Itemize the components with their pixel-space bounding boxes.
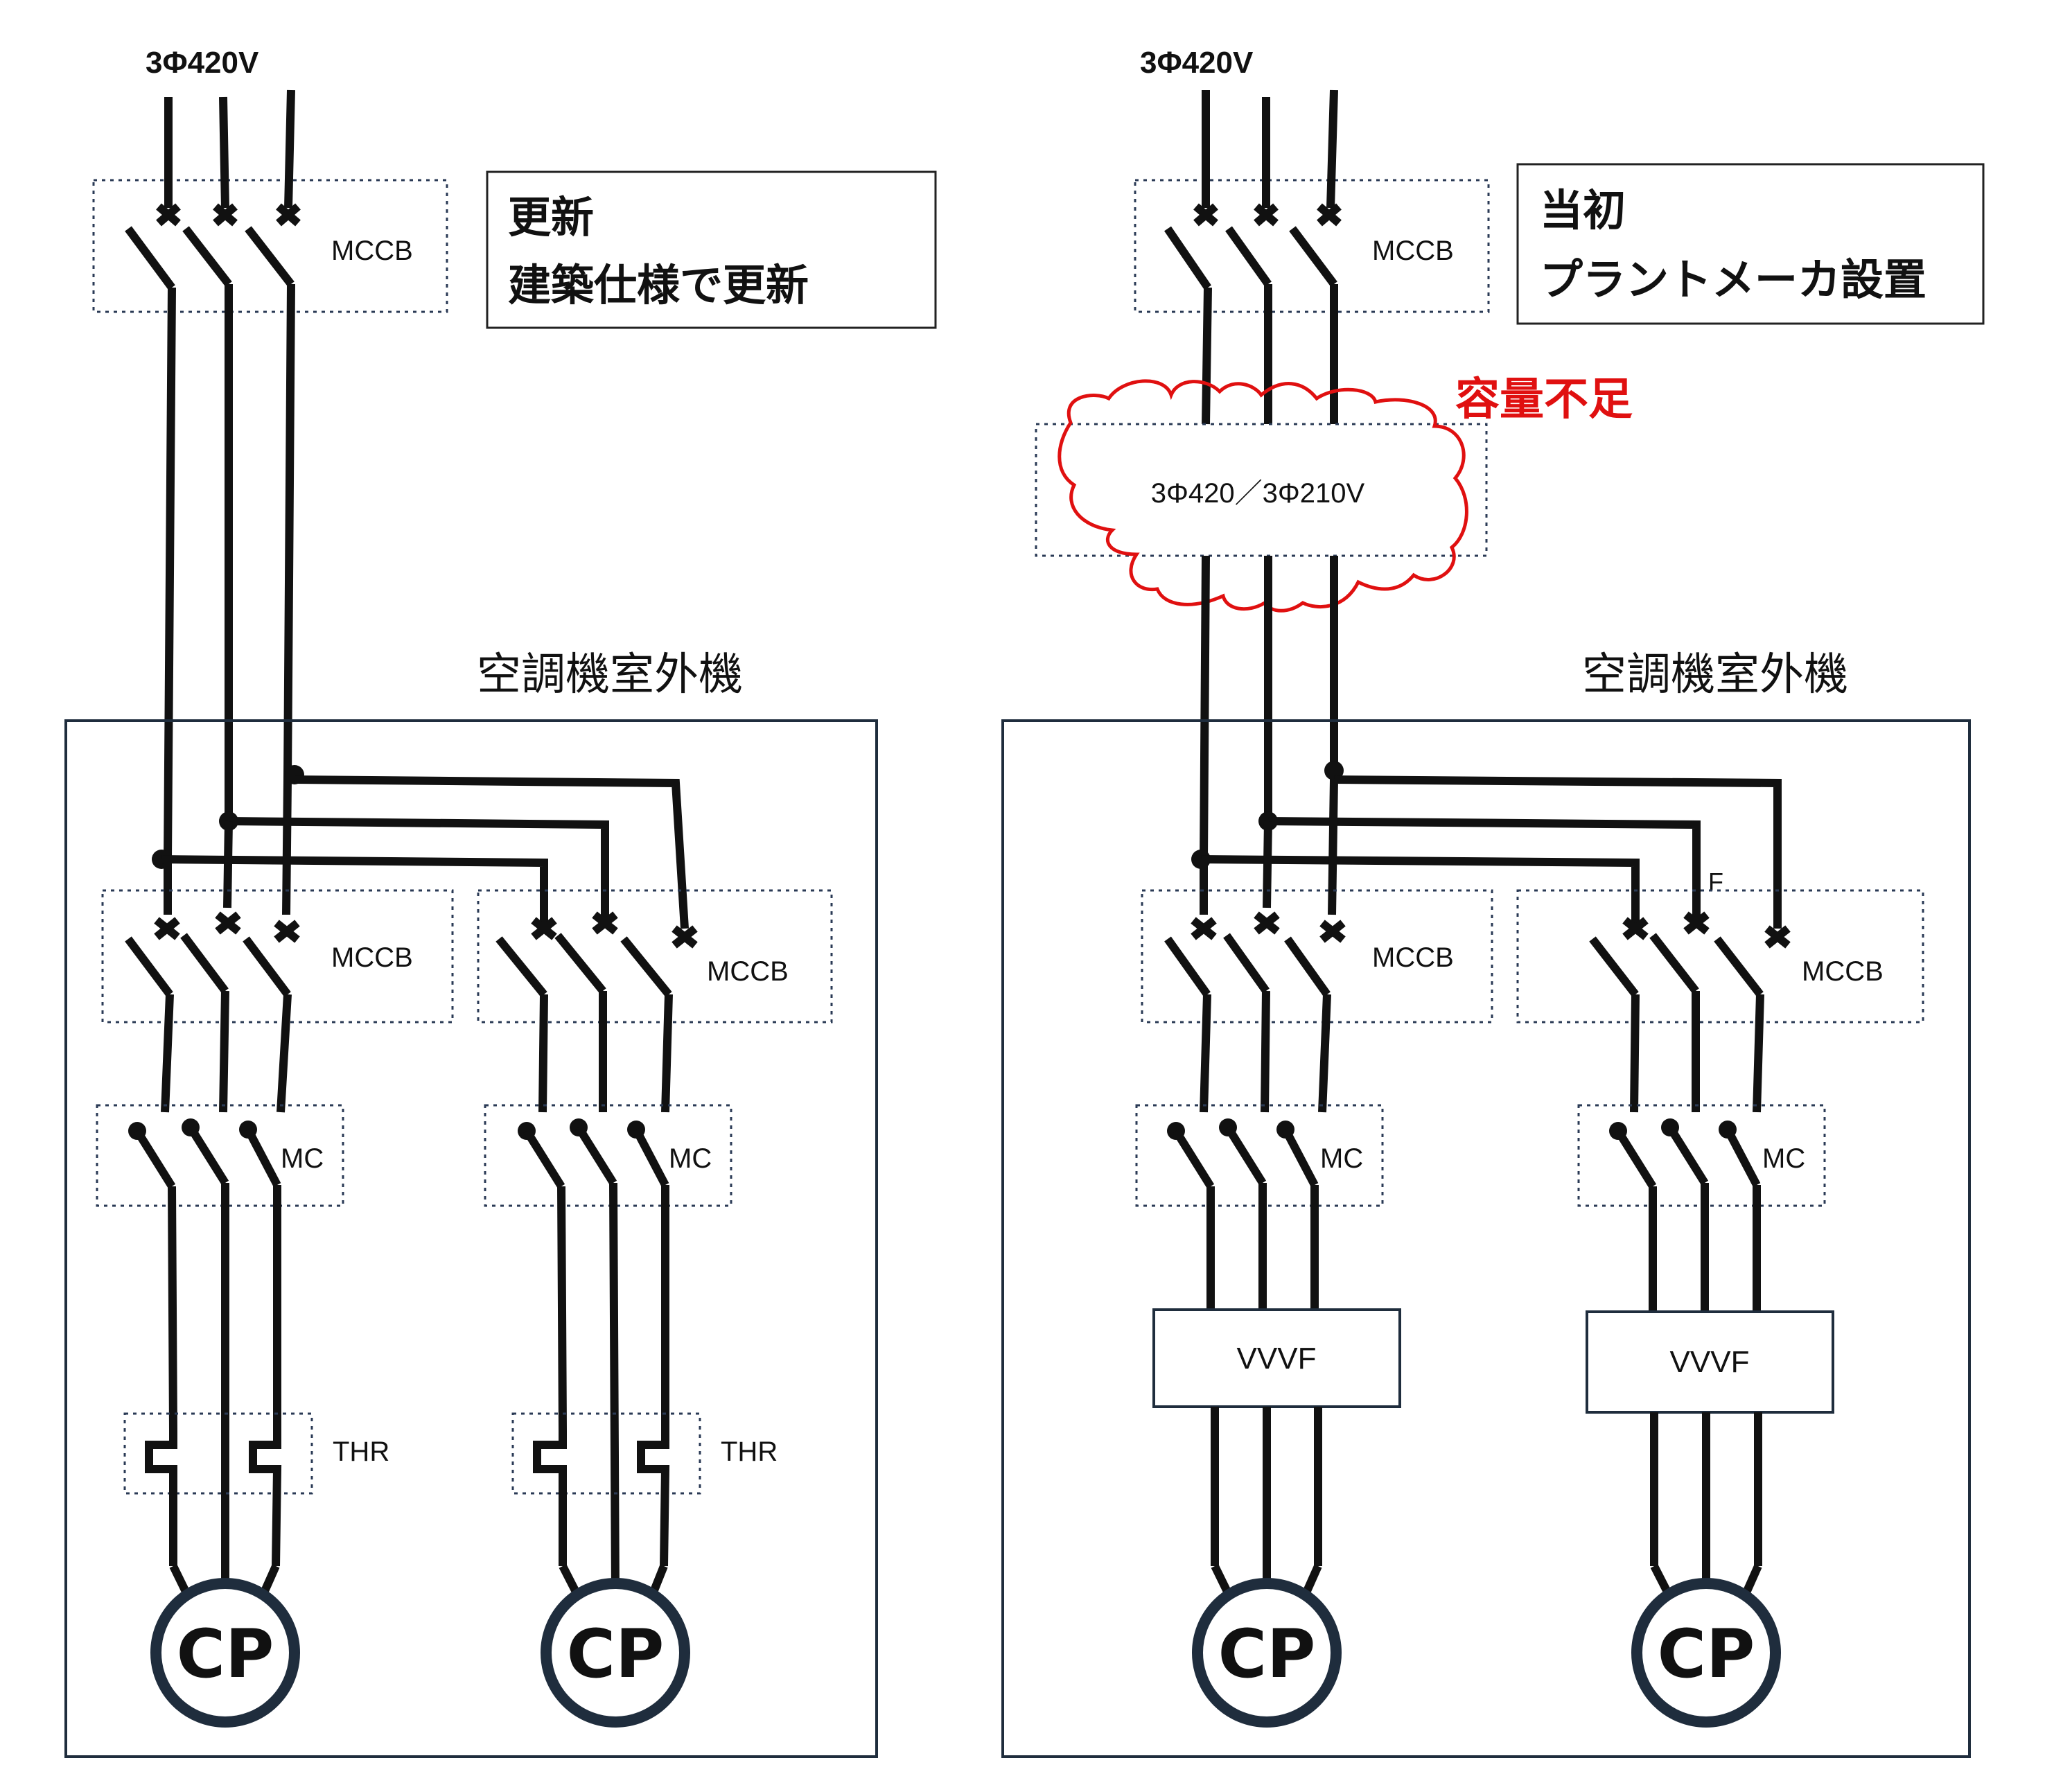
right-main-mccb-x-marks [1193, 203, 1342, 227]
right-lower-feeders [1200, 555, 1338, 860]
right-m2-vvvf-label: VVVF [1670, 1345, 1750, 1379]
right-note-line2: プラントメーカ設置 [1540, 254, 1926, 305]
right-m1-feeds [1200, 779, 1338, 915]
right-m1-mccb-box [1141, 889, 1493, 1024]
left-m1-compressor [150, 1578, 300, 1728]
left-m2-thr-elements [533, 1431, 670, 1567]
left-m2-mccb-x [531, 911, 698, 949]
left-m1-mccb-x [154, 911, 300, 943]
right-main-mccb-label: MCCB [1372, 236, 1454, 266]
left-m2-mccb-label: MCCB [707, 956, 789, 987]
left-main-mccb-x-marks [156, 203, 301, 227]
right-m1-lower-wires [1211, 1407, 1322, 1594]
left-main-mccb-box [92, 179, 448, 313]
left-m1-mccb-box [101, 889, 454, 1024]
right-outdoor-unit-panel [1001, 719, 1971, 1758]
left-m1-mid-wires [161, 990, 292, 1113]
left-branch-bus [161, 775, 689, 929]
right-transformer-box [1035, 423, 1488, 557]
right-transformer-label: 3Φ420／3Φ210V [1151, 478, 1365, 509]
right-m2-mc-label: MC [1762, 1143, 1805, 1174]
left-m1-mccb-blades [125, 933, 291, 997]
right-m1-to-vvvf [1206, 1183, 1319, 1310]
left-m1-mc-label: MC [281, 1143, 324, 1174]
left-supply-label: 3Φ420V [146, 46, 259, 80]
left-m1-mccb-label: MCCB [331, 942, 413, 973]
right-m1-mc-box [1135, 1104, 1384, 1207]
left-diagram: 3Φ420V MCCB 空調機室外機 MCCB MC THR [64, 46, 937, 1758]
left-note-box [486, 170, 937, 329]
left-note-line2: 建築仕様で更新 [508, 260, 809, 310]
left-m1-thr-box [123, 1412, 313, 1495]
left-m1-feeds [164, 779, 292, 915]
right-m1-cp-label: CP [1218, 1615, 1316, 1693]
left-m1-mc-blades [133, 1125, 281, 1189]
right-branch-bus [1200, 775, 1782, 929]
right-m1-mccb-blades [1164, 933, 1331, 997]
left-m2-lower-wires [557, 1182, 669, 1595]
right-note-line1: 当初 [1540, 185, 1626, 236]
left-m2-mc-blades [523, 1125, 669, 1189]
right-main-mccb-blades [1164, 226, 1337, 290]
left-m2-thr-box [511, 1412, 701, 1495]
left-m1-lower-wires [168, 1183, 281, 1594]
left-m1-thr-label: THR [333, 1437, 389, 1467]
right-m2-vvvf-box [1586, 1310, 1834, 1414]
right-m2-mid-wires [1630, 991, 1764, 1113]
left-m2-mc-label: MC [669, 1143, 712, 1174]
left-unit-title: 空調機室外機 [477, 649, 743, 701]
right-m1-compressor [1192, 1578, 1342, 1728]
left-m1-mc-box [96, 1104, 344, 1207]
right-incoming-wires [1202, 89, 1338, 209]
left-m2-mid-wires [538, 991, 673, 1113]
right-m2-lower-wires [1650, 1412, 1762, 1594]
right-m2-to-vvvf [1649, 1183, 1761, 1312]
right-unit-title: 空調機室外機 [1582, 649, 1848, 701]
left-m2-cp-label: CP [567, 1615, 665, 1693]
left-m1-cp-label: CP [177, 1615, 274, 1693]
right-m2-mccb-box [1516, 889, 1924, 1024]
right-m2-mccb-x [1622, 911, 1791, 949]
left-main-mccb-blades [125, 226, 295, 290]
warning-text: 容量不足 [1455, 374, 1633, 425]
left-m1-thr-elements [145, 1431, 282, 1567]
right-m1-mccb-label: MCCB [1372, 942, 1454, 973]
fuse-mark: F [1708, 868, 1723, 896]
left-m2-mc-box [484, 1104, 732, 1207]
right-m1-vvvf-label: VVVF [1237, 1342, 1317, 1376]
right-supply-label: 3Φ420V [1140, 46, 1254, 80]
left-m2-mccb-blades [495, 933, 672, 997]
right-m1-vvvf-box [1152, 1308, 1401, 1408]
right-main-mccb-box [1134, 179, 1490, 313]
right-junction-3 [1324, 761, 1344, 780]
left-m2-mccb-box [477, 889, 833, 1024]
right-m1-mid-wires [1200, 990, 1331, 1113]
left-m2-compressor [541, 1578, 690, 1728]
right-diagram: 3Φ420V MCCB 3Φ420／3Φ210V 容量不足 空調機室外機 F M… [1001, 46, 1985, 1758]
capacity-warning-cloud [1057, 379, 1468, 613]
left-incoming-wires [164, 89, 295, 209]
right-m2-mccb-label: MCCB [1802, 956, 1884, 987]
left-note-line1: 更新 [508, 192, 594, 243]
left-feeders [164, 283, 295, 860]
left-m2-thr-label: THR [721, 1437, 778, 1467]
right-m2-mc-box [1577, 1104, 1826, 1207]
left-main-mccb-label: MCCB [331, 236, 413, 266]
right-m1-mccb-x [1191, 911, 1346, 943]
right-m1-mc-label: MC [1320, 1143, 1363, 1174]
left-outdoor-unit-panel [64, 719, 878, 1758]
right-m2-mc-blades [1614, 1125, 1761, 1189]
right-m2-mccb-blades [1589, 933, 1764, 997]
right-m2-cp-label: CP [1658, 1615, 1755, 1693]
right-note-box [1516, 163, 1985, 325]
right-m2-compressor [1631, 1578, 1781, 1728]
right-m1-mc-blades [1172, 1125, 1319, 1189]
right-upper-feeders [1202, 284, 1338, 425]
